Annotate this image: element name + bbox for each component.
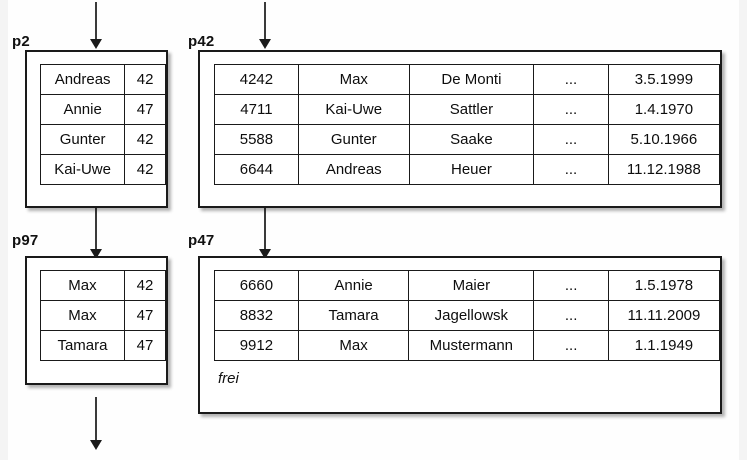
cell-date: 11.12.1988 <box>607 154 721 185</box>
cell-name: Andreas <box>39 64 126 95</box>
cell-value: 42 <box>123 270 167 301</box>
cell-id: 8832 <box>214 300 299 331</box>
cell-value: 47 <box>124 94 166 125</box>
directory-table-p97: Max 42 Max 47 Tamara 47 <box>40 270 167 361</box>
cell-firstname: Tamara <box>297 300 410 331</box>
cell-lastname: Maier <box>408 270 535 301</box>
cell-value: 47 <box>123 300 167 331</box>
table-row: Andreas 42 <box>39 64 166 95</box>
cell-lastname: Sattler <box>408 94 535 125</box>
data-table-p47: 6660 Annie Maier ... 1.5.1978 8832 Tamar… <box>214 270 721 361</box>
cell-name: Max <box>40 270 125 301</box>
table-row: Gunter 42 <box>39 124 166 155</box>
cell-id: 4242 <box>214 64 299 95</box>
cell-name: Max <box>40 300 125 331</box>
cell-id: 6660 <box>214 270 299 301</box>
table-row: Max 42 <box>40 270 167 301</box>
cell-more: ... <box>533 330 609 361</box>
arrow-p42-to-p47 <box>264 208 266 250</box>
cell-id: 6644 <box>214 154 299 185</box>
cell-value: 42 <box>124 124 166 155</box>
table-row: Max 47 <box>40 300 167 331</box>
data-table-p42: 4242 Max De Monti ... 3.5.1999 4711 Kai-… <box>214 64 721 185</box>
table-row: 9912 Max Mustermann ... 1.1.1949 <box>214 330 721 361</box>
cell-name: Gunter <box>39 124 126 155</box>
page-box-p97[interactable]: Max 42 Max 47 Tamara 47 <box>25 256 168 385</box>
table-row: Tamara 47 <box>40 330 167 361</box>
cell-name: Kai-Uwe <box>39 154 126 185</box>
cell-firstname: Kai-Uwe <box>297 94 410 125</box>
cell-name: Tamara <box>40 330 125 361</box>
page-label-p97: p97 <box>12 232 39 249</box>
cell-more: ... <box>533 124 609 155</box>
cell-more: ... <box>533 300 609 331</box>
cell-date: 3.5.1999 <box>607 64 721 95</box>
table-row: 5588 Gunter Saake ... 5.10.1966 <box>214 124 721 155</box>
page-label-p47: p47 <box>188 232 215 249</box>
table-row: 4711 Kai-Uwe Sattler ... 1.4.1970 <box>214 94 721 125</box>
table-row: Kai-Uwe 42 <box>39 154 166 185</box>
table-row: 8832 Tamara Jagellowsk ... 11.11.2009 <box>214 300 721 331</box>
table-row: 6660 Annie Maier ... 1.5.1978 <box>214 270 721 301</box>
cell-firstname: Annie <box>297 270 410 301</box>
cell-lastname: Mustermann <box>408 330 535 361</box>
cell-date: 5.10.1966 <box>607 124 721 155</box>
page-label-p42: p42 <box>188 33 215 50</box>
cell-date: 1.4.1970 <box>607 94 721 125</box>
directory-table-p2: Andreas 42 Annie 47 Gunter 42 Kai-Uwe 42 <box>39 64 166 185</box>
cell-firstname: Andreas <box>297 154 410 185</box>
cell-lastname: De Monti <box>408 64 535 95</box>
cell-more: ... <box>533 94 609 125</box>
cell-more: ... <box>533 154 609 185</box>
arrow-out-of-p97 <box>95 397 97 441</box>
cell-firstname: Max <box>297 330 410 361</box>
page-box-p42[interactable]: 4242 Max De Monti ... 3.5.1999 4711 Kai-… <box>198 50 722 208</box>
cell-more: ... <box>533 270 609 301</box>
right-gutter <box>739 0 747 460</box>
cell-id: 9912 <box>214 330 299 361</box>
cell-firstname: Max <box>297 64 410 95</box>
cell-lastname: Jagellowsk <box>408 300 535 331</box>
arrow-into-p42 <box>264 2 266 40</box>
left-gutter <box>0 0 8 460</box>
cell-id: 5588 <box>214 124 299 155</box>
cell-date: 1.1.1949 <box>607 330 721 361</box>
cell-id: 4711 <box>214 94 299 125</box>
cell-value: 42 <box>124 154 166 185</box>
page-label-p2: p2 <box>12 33 30 50</box>
cell-date: 11.11.2009 <box>607 300 721 331</box>
cell-more: ... <box>533 64 609 95</box>
cell-lastname: Saake <box>408 124 535 155</box>
cell-date: 1.5.1978 <box>607 270 721 301</box>
arrow-p2-to-p97 <box>95 208 97 250</box>
table-row: Annie 47 <box>39 94 166 125</box>
arrow-into-p2 <box>95 2 97 40</box>
cell-firstname: Gunter <box>297 124 410 155</box>
page-box-p2[interactable]: Andreas 42 Annie 47 Gunter 42 Kai-Uwe 42 <box>25 50 168 208</box>
table-row: 6644 Andreas Heuer ... 11.12.1988 <box>214 154 721 185</box>
page-box-p47[interactable]: 6660 Annie Maier ... 1.5.1978 8832 Tamar… <box>198 256 722 414</box>
free-space-label: frei <box>218 370 239 387</box>
cell-value: 47 <box>123 330 167 361</box>
cell-lastname: Heuer <box>408 154 535 185</box>
table-row: 4242 Max De Monti ... 3.5.1999 <box>214 64 721 95</box>
cell-value: 42 <box>124 64 166 95</box>
cell-name: Annie <box>39 94 126 125</box>
